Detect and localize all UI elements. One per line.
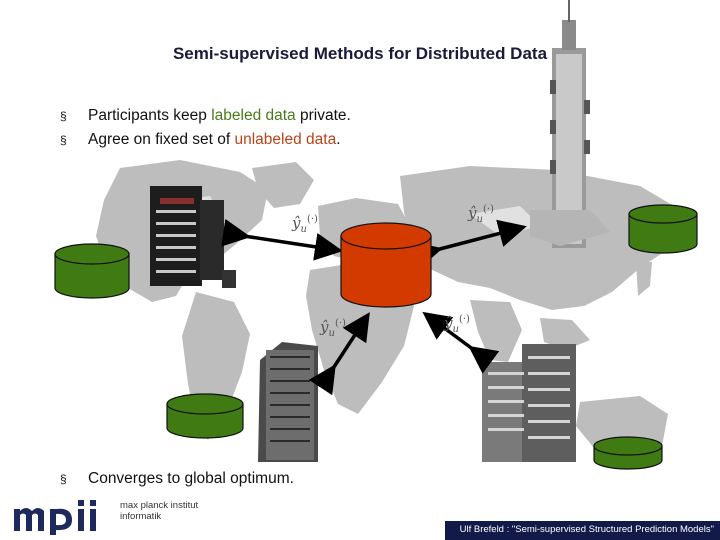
bullet-marker-icon: § [60, 472, 67, 486]
prediction-label-top-right: ŷu(·) [468, 204, 494, 225]
bullet-marker-icon: § [60, 133, 67, 147]
local-data-cylinder-top-right [628, 204, 698, 254]
central-data-cylinder [340, 222, 432, 308]
labeled-data-highlight: labeled data [211, 107, 296, 124]
arrow-bottom-left [308, 312, 370, 396]
building-right-icon [482, 344, 576, 462]
bullet-marker-icon: § [60, 109, 67, 123]
building-tower-icon [530, 0, 610, 248]
local-data-cylinder-bottom-right [593, 436, 663, 470]
bullet-list-bottom: § Converges to global optimum. [60, 467, 294, 491]
prediction-label-bottom-right: ŷu(·) [444, 314, 470, 335]
unlabeled-data-highlight: unlabeled data [234, 131, 337, 148]
slide-title: Semi-supervised Methods for Distributed … [172, 44, 548, 63]
prediction-label-bottom-left: ŷu(·) [320, 318, 346, 339]
arrow-left [221, 219, 343, 261]
bullet-list: § Participants keep labeled data private… [60, 104, 351, 152]
prediction-label-left: ŷu(·) [292, 214, 318, 235]
building-left-icon [150, 186, 236, 288]
footer-text: Ulf Brefeld : "Semi-supervised Structure… [459, 524, 714, 535]
bullet-item: § Converges to global optimum. [60, 467, 294, 491]
building-center-icon [258, 342, 318, 462]
local-data-cylinder-bottom-left [166, 393, 244, 439]
mpii-logo [14, 500, 96, 535]
institute-name: max planck institut informatik [120, 500, 199, 522]
arrow-top-right [412, 219, 527, 269]
footer-bar: Ulf Brefeld : "Semi-supervised Structure… [445, 521, 720, 540]
bullet-item: § Participants keep labeled data private… [60, 104, 351, 128]
local-data-cylinder-left [54, 243, 130, 299]
arrow-bottom-right [422, 311, 500, 374]
bullet-item: § Agree on fixed set of unlabeled data. [60, 128, 351, 152]
